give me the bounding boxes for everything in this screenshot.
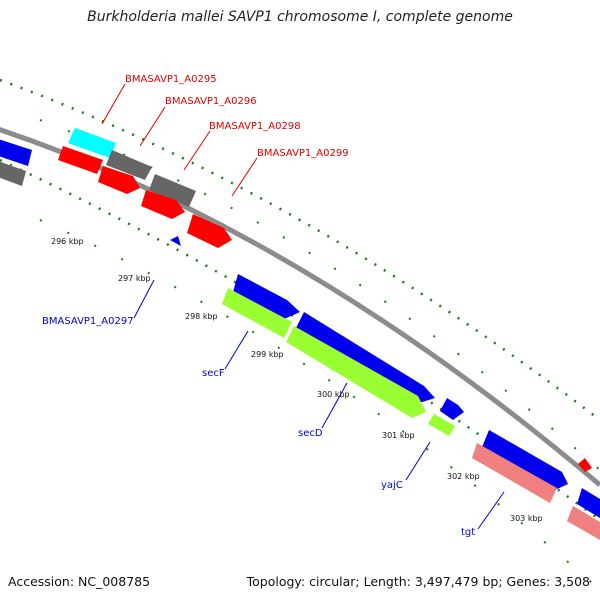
gene-arrow[interactable] xyxy=(58,146,103,174)
gene-arrow[interactable] xyxy=(187,214,232,248)
gene-label[interactable]: BMASAVP1_A0296 xyxy=(165,96,257,107)
tick-dot-rows xyxy=(0,78,600,522)
gene-arrow[interactable] xyxy=(98,166,140,194)
scale-label: 300 kbp xyxy=(317,390,350,399)
gene-arrow[interactable] xyxy=(233,274,300,319)
topology-text: Topology: circular; Length: 3,497,479 bp… xyxy=(246,574,590,589)
gene-arrow[interactable] xyxy=(472,443,557,503)
gene-arrow[interactable] xyxy=(0,138,32,166)
scale-label: 303 kbp xyxy=(510,514,543,523)
gene-arrow[interactable] xyxy=(440,398,464,420)
gene-label[interactable]: BMASAVP1_A0297 xyxy=(42,316,134,327)
scale-label: 296 kbp xyxy=(51,237,84,246)
gene-label[interactable]: BMASAVP1_A0295 xyxy=(125,74,217,85)
gene-label[interactable]: secF xyxy=(202,368,225,379)
gene-arrow[interactable] xyxy=(286,326,426,418)
gene-arrow[interactable] xyxy=(482,430,568,490)
leader-lines xyxy=(101,83,505,530)
gene-arrow[interactable] xyxy=(567,506,600,540)
scale-label: 298 kbp xyxy=(185,312,218,321)
gene-arrow[interactable] xyxy=(222,288,292,338)
accession-text: Accession: NC_008785 xyxy=(8,574,151,589)
gene-arrow[interactable] xyxy=(170,236,181,246)
gene-label[interactable]: yajC xyxy=(381,480,403,491)
map-title: Burkholderia mallei SAVP1 chromosome I, … xyxy=(87,9,513,25)
gene-arrow[interactable] xyxy=(149,174,196,207)
gene-arrow[interactable] xyxy=(296,312,435,403)
gene-arrow[interactable] xyxy=(141,190,185,219)
scale-label: 301 kbp xyxy=(382,431,415,440)
scale-label: 299 kbp xyxy=(251,350,284,359)
gene-arrow[interactable] xyxy=(428,414,455,436)
gene-label[interactable]: BMASAVP1_A0298 xyxy=(209,121,301,132)
gene-label[interactable]: BMASAVP1_A0299 xyxy=(257,148,349,159)
scale-label: 302 kbp xyxy=(447,472,480,481)
gene-arrow[interactable] xyxy=(68,128,116,158)
gene-label[interactable]: tgt xyxy=(461,527,475,538)
gene-arrow[interactable] xyxy=(106,150,152,180)
gene-arrow[interactable] xyxy=(0,160,26,186)
gene-arrow[interactable] xyxy=(578,458,592,472)
gene-arrow[interactable] xyxy=(577,488,600,518)
gene-label[interactable]: secD xyxy=(298,428,323,439)
tick-dash-rows xyxy=(39,119,600,591)
scale-label: 297 kbp xyxy=(118,274,151,283)
